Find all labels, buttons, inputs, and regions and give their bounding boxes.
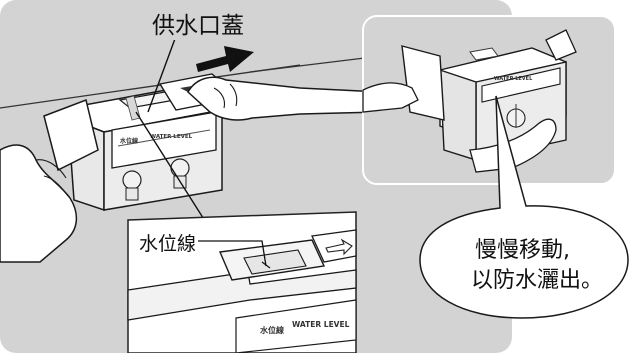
panel-left-small-text: 水位線 [120,137,138,145]
arrow-right-icon [196,46,254,72]
hand-knuckle-lines [213,83,238,109]
water-supply-cover-label: 供水口蓋 [148,6,248,40]
inset-water-level-text: WATER LEVEL [292,320,350,329]
callout-text-line-2: 以防水灑出。 [471,268,604,293]
fridge-edge-line [0,64,301,109]
water-level-line-label: 水位線 [137,229,199,256]
left-handle [43,98,99,172]
waterline-leader [196,240,267,267]
waterline-pointer-line [135,111,213,233]
cover-pointer-line [147,35,177,113]
hand-icon [362,82,419,113]
tank-icon [67,73,227,212]
inset-small-text: 水位線 [259,325,284,335]
callout-bubble [419,95,629,319]
panel-left-water-level-text: WATER LEVEL [150,134,193,140]
hand-finger-lines [35,159,69,197]
callout-text-line-1: 慢慢移動, [475,238,570,263]
inset-tank-detail [127,229,357,353]
panel-right-water-level-text: WATER LEVEL [494,76,533,82]
